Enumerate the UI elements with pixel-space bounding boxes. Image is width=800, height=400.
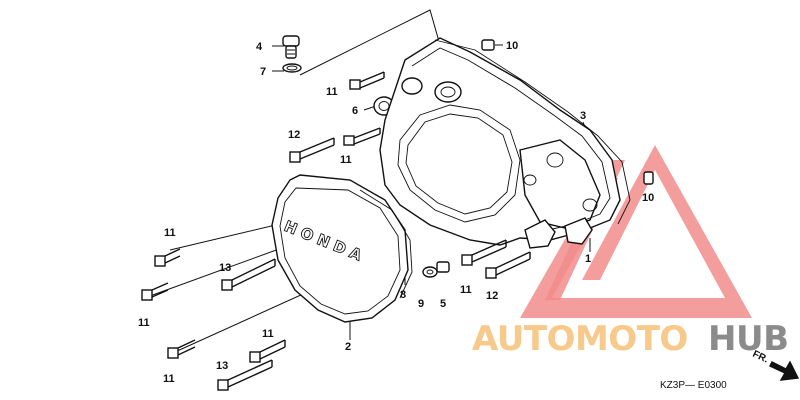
clutch-cover: HONDA (271, 174, 409, 323)
oil-filler-cap (282, 35, 300, 59)
callout-8: 8 (400, 289, 406, 301)
bolt-11a (349, 71, 385, 90)
bolt-11c (154, 248, 181, 267)
callout-11: 11 (262, 328, 274, 340)
callout-2: 2 (345, 341, 351, 353)
leader-bolt-11d (149, 244, 291, 297)
callout-12: 12 (486, 290, 498, 302)
bolt-12a (289, 137, 335, 163)
washer (422, 266, 438, 278)
callout-5: 5 (440, 298, 446, 310)
callout-11: 11 (326, 86, 338, 98)
dowel-pin-right (643, 171, 654, 185)
drain-bolt (436, 261, 450, 273)
callout-3: 3 (580, 110, 586, 122)
diagram-code: KZ3P— E0300 (660, 380, 727, 391)
callout-6: 6 (352, 105, 358, 117)
bolt-13b (217, 359, 273, 391)
callouts: 4 7 10 11 6 3 12 11 10 1 11 13 11 8 9 5 … (138, 40, 654, 385)
bolt-11f (167, 339, 196, 359)
watermark-triangle-outer (520, 145, 752, 318)
callout-11: 11 (138, 317, 150, 329)
o-ring (282, 63, 302, 73)
bolt-11g (249, 339, 286, 363)
callout-13: 13 (216, 360, 228, 372)
bolt-11d (141, 282, 169, 301)
watermark-text-hub: HUB (708, 319, 788, 359)
gasket (434, 39, 631, 225)
callout-11: 11 (340, 154, 352, 166)
crankcase-cover (379, 37, 621, 249)
callout-10: 10 (506, 40, 518, 52)
callout-9: 9 (418, 298, 424, 310)
callout-11: 11 (460, 284, 472, 296)
callout-11: 11 (163, 373, 175, 385)
callout-7: 7 (260, 66, 266, 78)
callout-11: 11 (164, 227, 176, 239)
bolt-11b (343, 127, 381, 146)
bolt-13a (221, 258, 276, 291)
bolt-11e (461, 239, 507, 266)
dowel-pin-top (481, 39, 495, 51)
leader-group-top (299, 9, 441, 76)
callout-10: 10 (642, 192, 654, 204)
callout-4: 4 (256, 41, 263, 53)
callout-12: 12 (288, 129, 300, 141)
callout-1: 1 (585, 253, 591, 265)
bolt-12b (485, 251, 531, 279)
clutch-cover-gasket (359, 189, 413, 299)
callout-13: 13 (219, 262, 231, 274)
watermark-text-automoto: AUTOMOTO (472, 319, 688, 359)
